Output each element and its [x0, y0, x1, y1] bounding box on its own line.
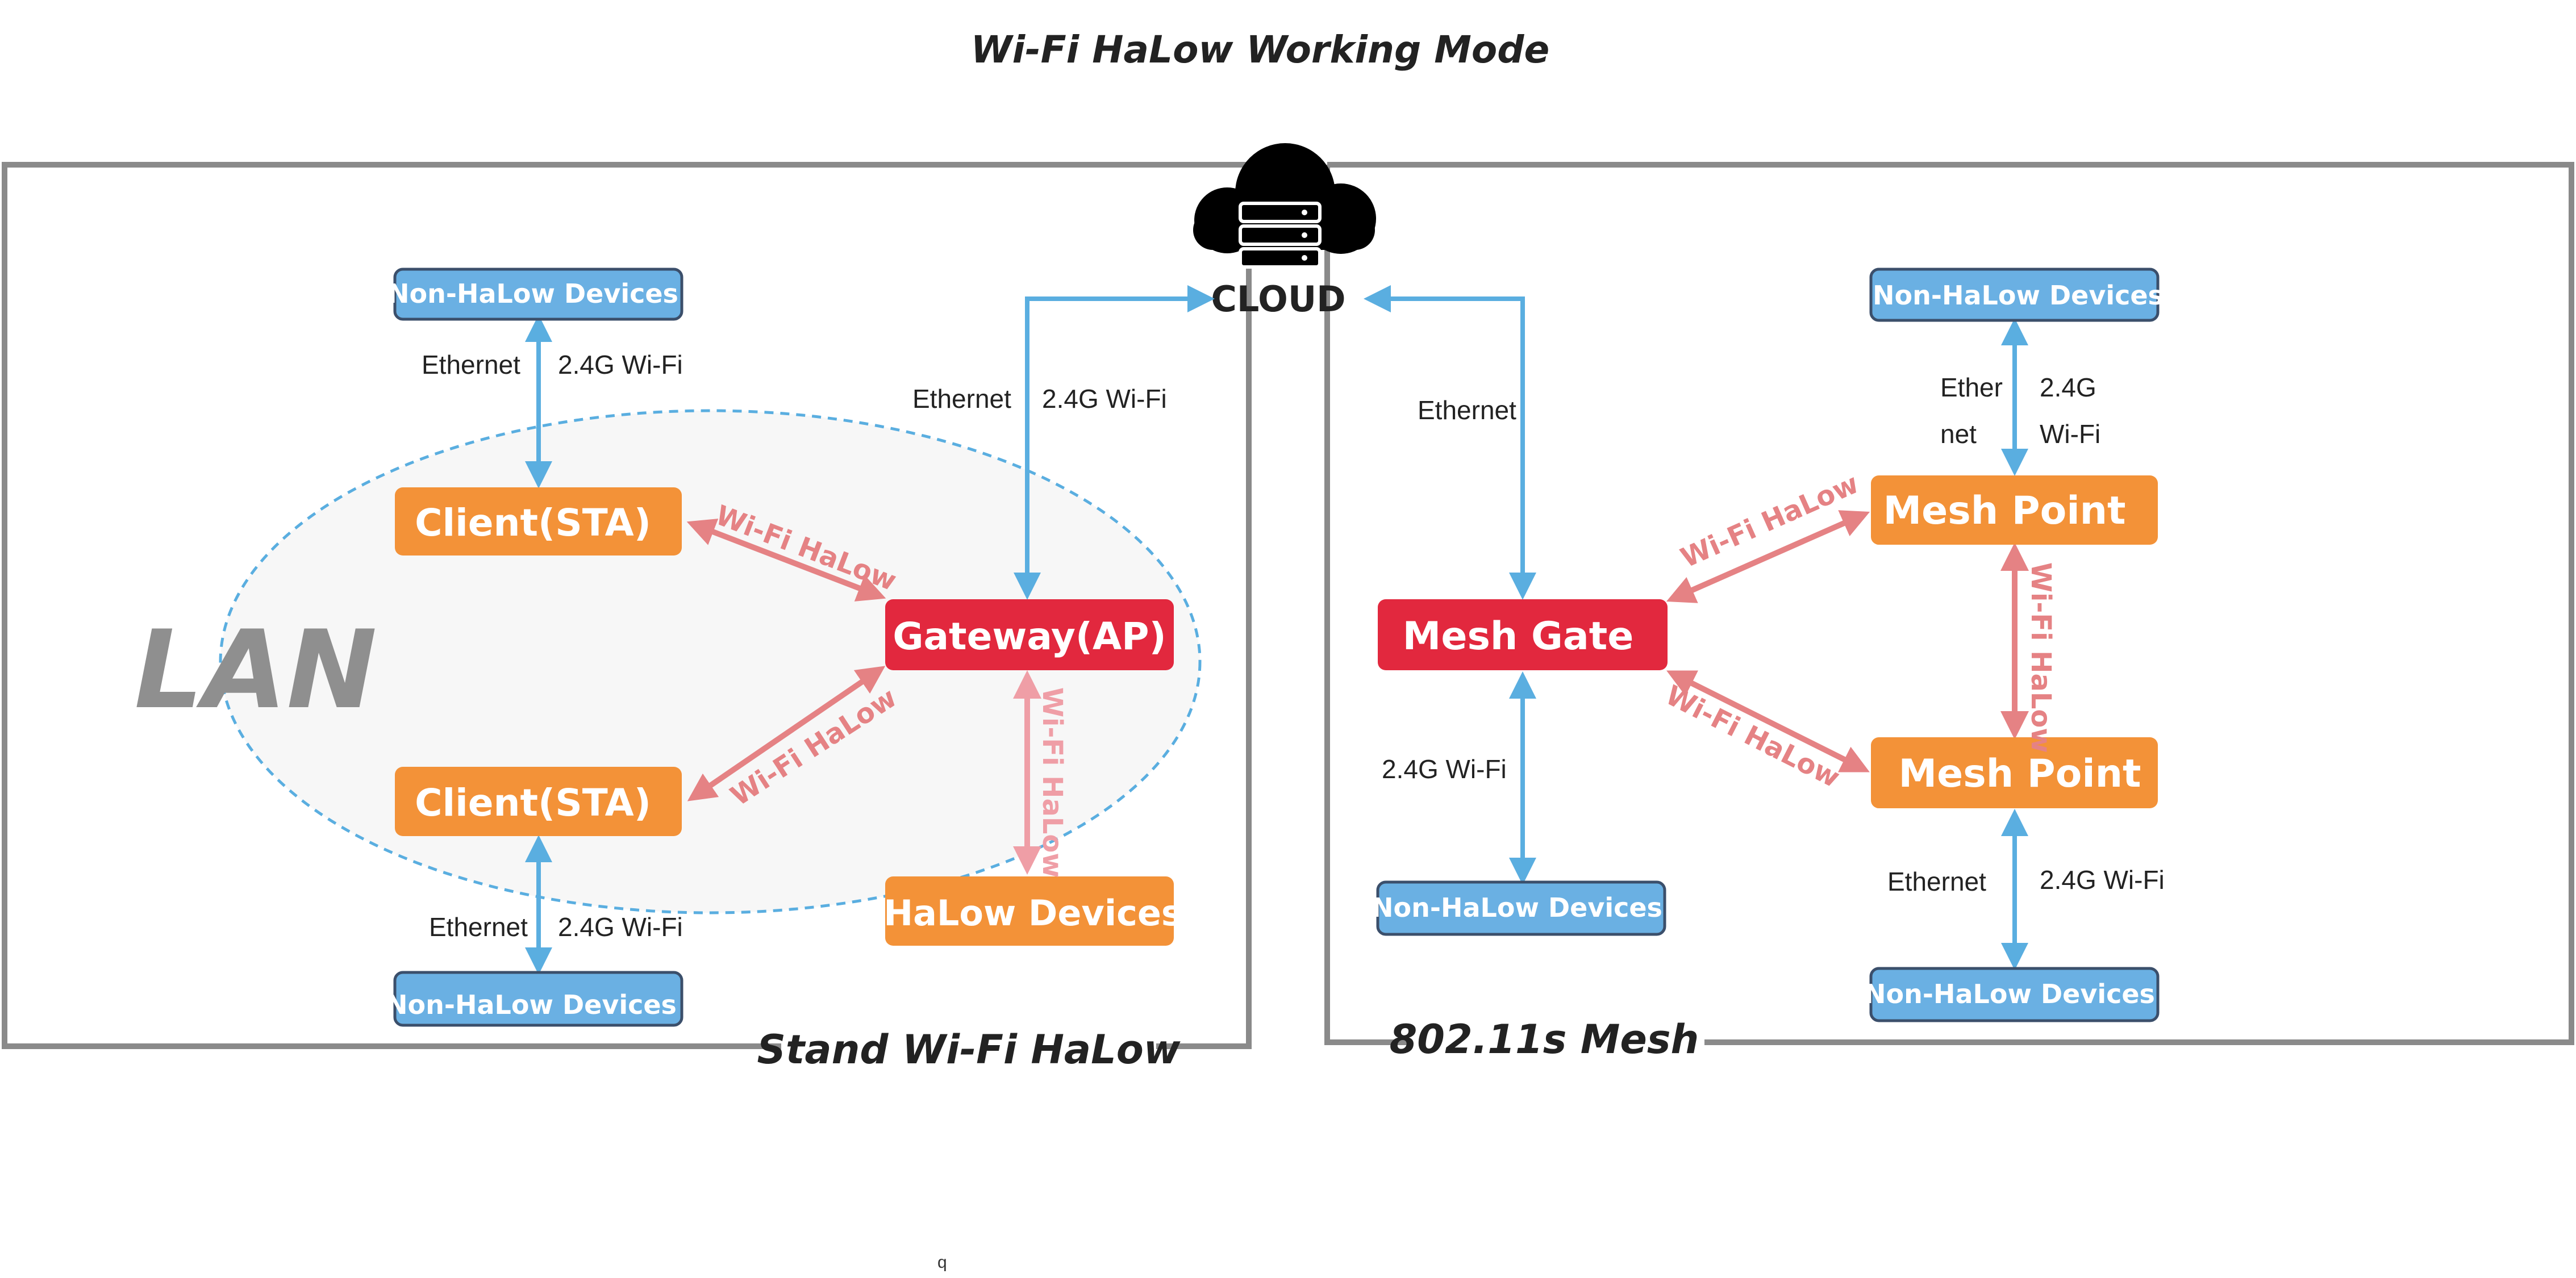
halow-link-client-top-gateway — [686, 519, 886, 602]
label-bottom-right-wifi: 2.4G Wi-Fi — [2040, 865, 2165, 895]
label-mesh-halow-2: Wi-Fi HaLow — [1661, 679, 1845, 794]
node-nonhalow-top-left: Non-HaLow Devices — [387, 268, 683, 321]
label-gateway-wifi: 2.4G Wi-Fi — [1042, 384, 1167, 414]
label-bottom-wifi: 2.4G Wi-Fi — [558, 912, 683, 942]
node-client-top: Client(STA) — [395, 487, 682, 556]
link-meshgate-cloud — [1364, 285, 1536, 600]
label-gate-wifi: 2.4G Wi-Fi — [1382, 754, 1507, 784]
node-nonhalow-bottom-right: Non-HaLow Devices — [1864, 967, 2160, 1022]
label-top-ethernet: Ethernet — [422, 350, 520, 379]
node-nonhalow-bottom-left: Non-HaLow Devices — [386, 971, 683, 1027]
lan-label: LAN — [134, 607, 377, 733]
halow-link-client-bottom-gateway — [687, 666, 886, 801]
svg-text:Non-HaLow Devices: Non-HaLow Devices — [1864, 979, 2155, 1009]
svg-text:Client(STA): Client(STA) — [415, 781, 651, 825]
label-bottom-ethernet: Ethernet — [429, 912, 528, 942]
diagram-title: Wi-Fi HaLow Working Mode — [971, 28, 1549, 72]
mesh-label: 802.11s Mesh — [1390, 1016, 1699, 1063]
label-gate-ethernet: Ethernet — [1418, 395, 1516, 425]
cloud-label: CLOUD — [1211, 278, 1345, 320]
mesh-frame — [1324, 162, 2574, 1045]
label-top-right-ethernet-1: Ether — [1940, 373, 2003, 402]
node-nonhalow-top-right: Non-HaLow Devices — [1869, 268, 2164, 322]
label-gateway-ethernet: Ethernet — [912, 384, 1011, 414]
cloud-server-icon — [1193, 143, 1376, 269]
svg-text:Gateway(AP): Gateway(AP) — [893, 615, 1166, 658]
node-client-bottom: Client(STA) — [395, 767, 682, 836]
svg-text:Client(STA): Client(STA) — [415, 501, 651, 545]
node-mesh-point-bottom: Mesh Point — [1871, 737, 2158, 808]
label-top-right-wifi-2: Wi-Fi — [2040, 419, 2100, 449]
footer-mark: q — [937, 1253, 947, 1272]
label-mesh-halow-3: Wi-Fi HaLow — [2025, 562, 2057, 753]
label-top-right-wifi-1: 2.4G — [2040, 373, 2096, 402]
label-top-right-ethernet-2: net — [1940, 419, 1977, 449]
standalone-frame — [2, 162, 1252, 1049]
halow-link-meshgate-meshpoint-bottom — [1666, 670, 1870, 772]
svg-text:HaLow Devices: HaLow Devices — [883, 892, 1182, 934]
label-halow-3: Wi-Fi HaLow — [1036, 687, 1068, 878]
label-bottom-right-ethernet: Ethernet — [1887, 867, 1986, 896]
node-gateway: Gateway(AP) — [885, 599, 1174, 670]
svg-text:Non-HaLow Devices: Non-HaLow Devices — [1372, 892, 1662, 923]
svg-text:Non-HaLow Devices: Non-HaLow Devices — [386, 989, 677, 1020]
halow-link-meshgate-meshpoint-top — [1666, 510, 1870, 603]
svg-text:Mesh Point: Mesh Point — [1898, 751, 2141, 796]
node-nonhalow-left-mesh: Non-HaLow Devices — [1372, 880, 1666, 936]
svg-text:Non-HaLow Devices: Non-HaLow Devices — [1873, 280, 2164, 311]
label-top-wifi: 2.4G Wi-Fi — [558, 350, 683, 379]
link-gateway-cloud — [1014, 285, 1215, 600]
node-halow-devices: HaLow Devices — [883, 876, 1182, 946]
svg-text:Mesh Point: Mesh Point — [1883, 488, 2125, 533]
svg-text:Mesh Gate: Mesh Gate — [1403, 614, 1634, 659]
node-mesh-point-top: Mesh Point — [1871, 475, 2158, 545]
standalone-label: Stand Wi-Fi HaLow — [757, 1026, 1180, 1073]
node-mesh-gate: Mesh Gate — [1378, 599, 1668, 670]
svg-text:Non-HaLow Devices: Non-HaLow Devices — [387, 278, 678, 309]
